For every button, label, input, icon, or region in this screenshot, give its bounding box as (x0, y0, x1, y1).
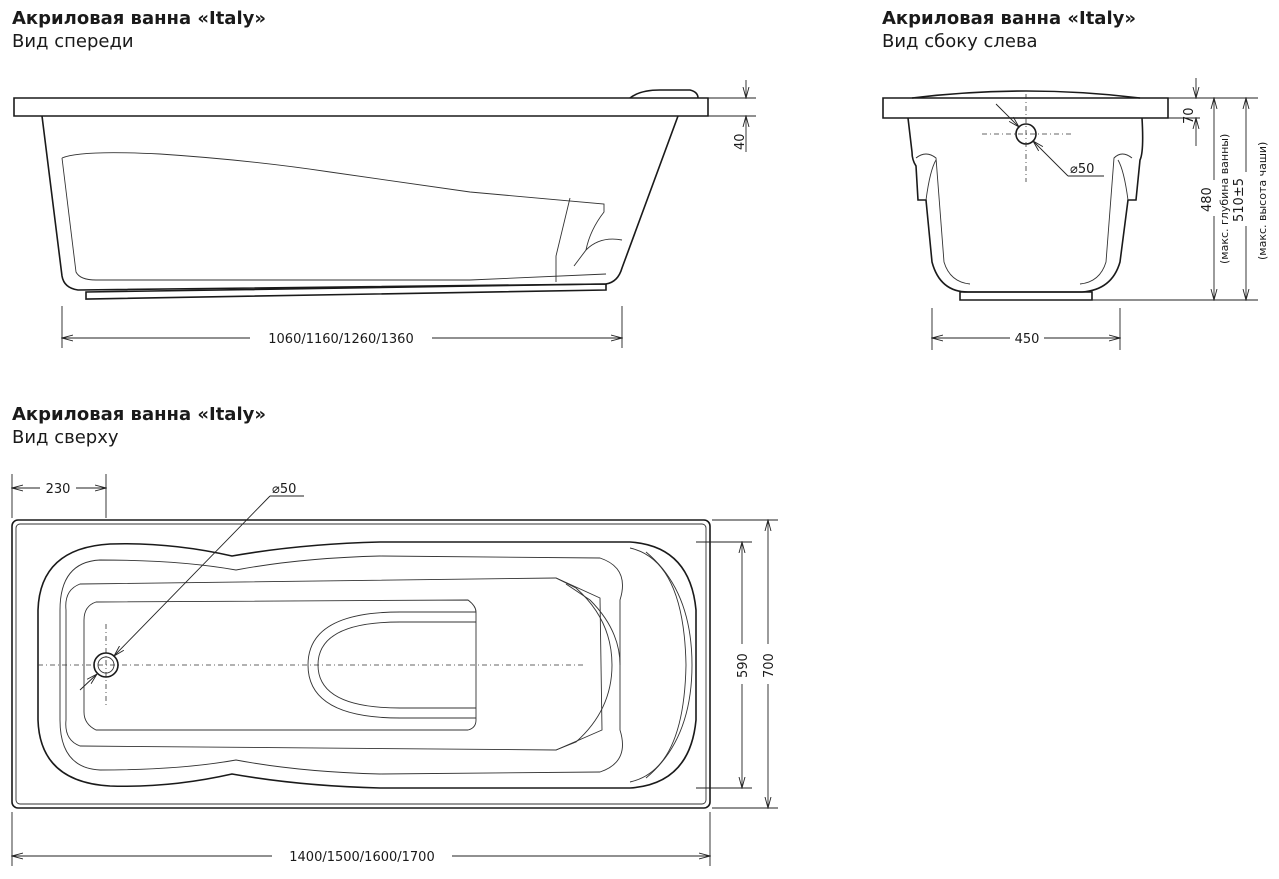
top-view-title: Акриловая ванна «Italy» (12, 404, 266, 425)
side-height-note: (макс. высота чаши) (1256, 142, 1269, 260)
front-view-drawing: 40 1060/1160/1260/1360 (13, 80, 756, 348)
front-length-dimension: 1060/1160/1260/1360 (268, 332, 413, 347)
top-outer-width-dimension: 700 (762, 653, 777, 678)
top-length-dimension: 1400/1500/1600/1700 (289, 850, 434, 865)
side-view-drawing: ⌀50 70 480 (макс. глубина ванны) 510±5 (… (882, 78, 1269, 350)
side-drain-dimension: ⌀50 (1070, 162, 1094, 177)
side-view-subtitle: Вид сбоку слева (882, 30, 1038, 52)
top-inner-width-dimension: 590 (736, 653, 751, 678)
front-view-caption: Акриловая ванна «Italy» Вид спереди (12, 8, 266, 53)
front-view-subtitle: Вид спереди (12, 30, 134, 52)
top-view-caption: Акриловая ванна «Italy» Вид сверху (12, 404, 266, 449)
side-view-title: Акриловая ванна «Italy» (882, 8, 1136, 29)
side-view-caption: Акриловая ванна «Italy» Вид сбоку слева (882, 8, 1136, 53)
front-rim-dimension: 40 (733, 133, 748, 150)
top-view-drawing: ⌀50 230 590 700 1400/1500/1600/1700 (12, 474, 778, 866)
side-height-dimension: 510±5 (1232, 178, 1247, 222)
side-depth-dimension: 480 (1200, 187, 1215, 212)
top-drain-dimension: ⌀50 (272, 482, 296, 497)
side-width-dimension: 450 (1015, 332, 1040, 347)
side-depth-note: (макс. глубина ванны) (1218, 134, 1231, 264)
front-view-title: Акриловая ванна «Italy» (12, 8, 266, 29)
top-drain-offset-dimension: 230 (46, 482, 71, 497)
side-rim-dimension: 70 (1182, 107, 1197, 124)
top-view-subtitle: Вид сверху (12, 426, 119, 448)
